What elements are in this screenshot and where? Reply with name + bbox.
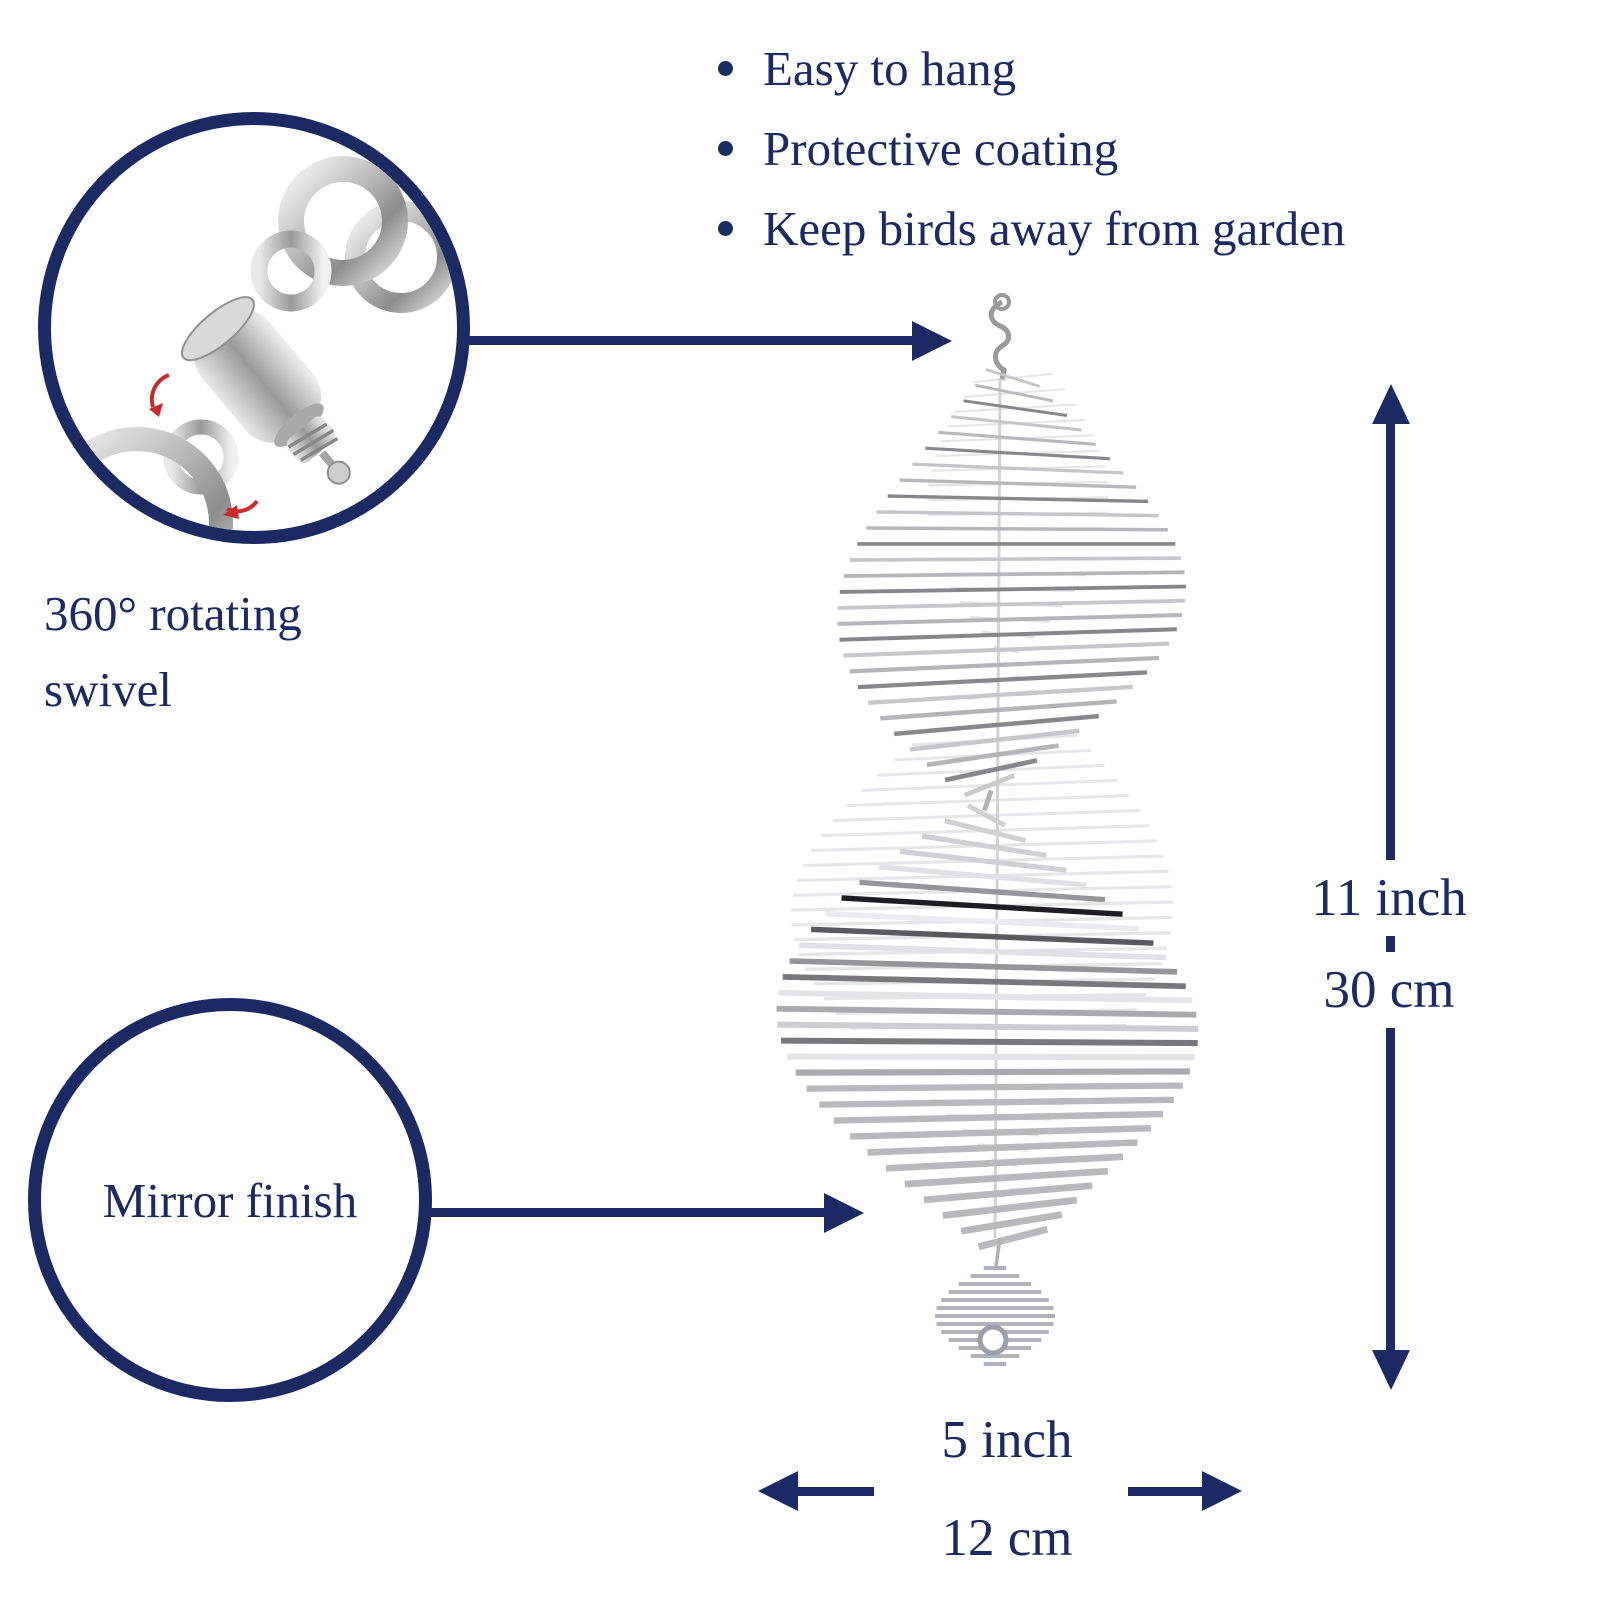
wind-spinner-graphic — [776, 293, 1199, 1366]
swivel-pointer-arrowhead-icon — [912, 321, 952, 361]
swivel-pointer-line — [468, 336, 914, 345]
feature-item: Easy to hang — [718, 28, 1345, 108]
feature-text: Keep birds away from garden — [763, 200, 1346, 256]
mirror-finish-circle: Mirror finish — [28, 998, 432, 1402]
height-label-metric: 30 cm — [1282, 952, 1496, 1028]
feature-text: Protective coating — [763, 120, 1119, 176]
swivel-detail-circle — [38, 112, 470, 544]
mirror-finish-label: Mirror finish — [102, 1172, 358, 1228]
bullet-dot-icon — [718, 220, 733, 236]
swivel-label-line1: 360° rotating — [44, 586, 302, 641]
mirror-pointer-arrowhead-icon — [824, 1193, 864, 1233]
width-label-inches: 5 inch — [885, 1402, 1129, 1478]
feature-text: Easy to hang — [763, 40, 1017, 96]
feature-item: Keep birds away from garden — [718, 188, 1345, 268]
swivel-photo-icon — [51, 156, 457, 531]
width-arrowhead-right-icon — [1202, 1471, 1242, 1511]
height-label-inches: 11 inch — [1282, 860, 1496, 936]
width-label-metric: 12 cm — [885, 1500, 1129, 1576]
height-arrowhead-down-icon — [1372, 1350, 1410, 1390]
feature-list: Easy to hang Protective coating Keep bir… — [718, 28, 1345, 268]
swivel-body — [180, 296, 351, 485]
width-dimension-line-left — [798, 1487, 874, 1496]
swivel-ring-top — [250, 156, 457, 313]
rotation-arrows-icon — [149, 373, 259, 519]
width-arrowhead-left-icon — [758, 1471, 798, 1511]
width-dimension-line-right — [1128, 1487, 1204, 1496]
swivel-label: 360° rotating swivel — [44, 576, 302, 728]
swivel-ring-bottom — [51, 419, 239, 531]
feature-item: Protective coating — [718, 108, 1345, 188]
height-arrowhead-up-icon — [1372, 384, 1410, 424]
bullet-dot-icon — [718, 60, 733, 76]
bullet-dot-icon — [718, 140, 733, 156]
mirror-pointer-line — [428, 1208, 826, 1217]
swivel-label-line2: swivel — [44, 662, 172, 717]
